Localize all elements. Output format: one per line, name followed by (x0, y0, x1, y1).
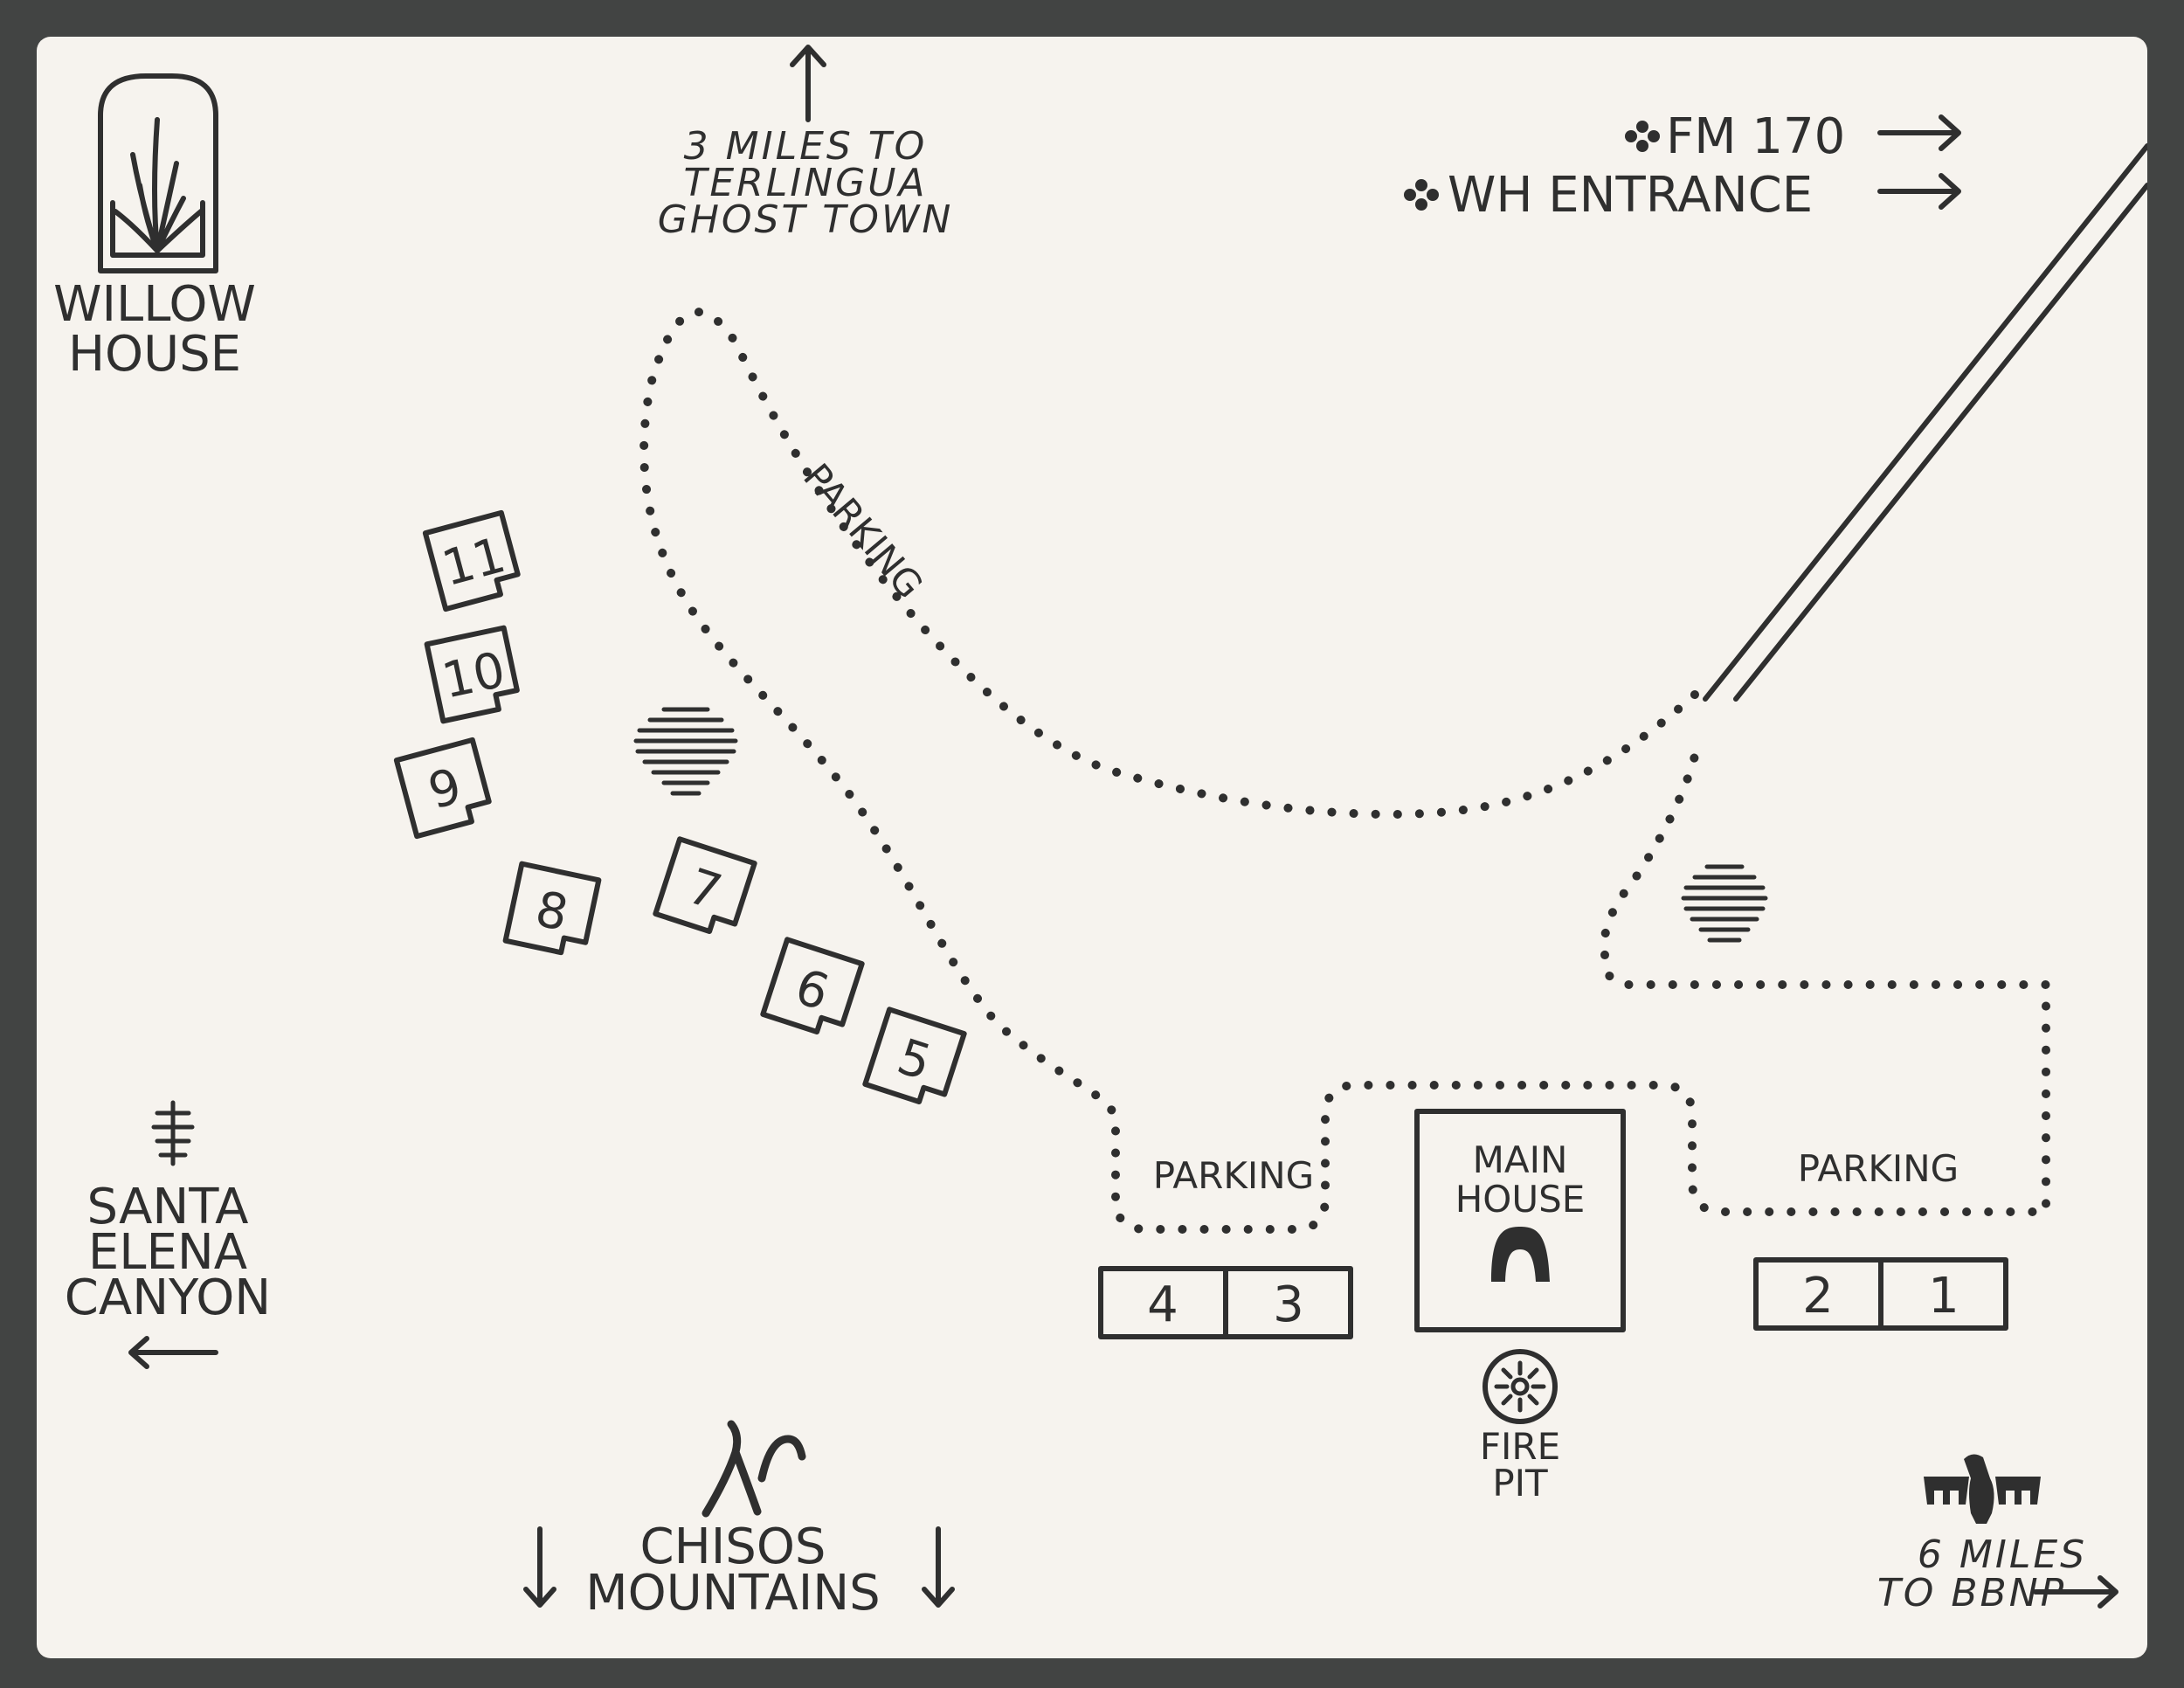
main-house[interactable]: MAIN HOUSE (1414, 1109, 1626, 1332)
santa-elena-line-3: CANYON (65, 1269, 271, 1326)
cabin-6[interactable]: 6 (760, 937, 865, 1038)
cabin-6-number: 6 (789, 958, 836, 1022)
terlingua-line-2: TERLINGUA (683, 161, 927, 205)
arrow-right-icon (1877, 114, 1961, 151)
cabin-8-number: 8 (531, 881, 573, 943)
terlingua-line-3: GHOST TOWN (658, 197, 954, 242)
upper-parking-loop (639, 308, 2050, 1234)
bbnp-line-2: TO BBNP (1877, 1571, 2066, 1615)
unit-2-number: 2 (1802, 1268, 1834, 1325)
unit-3-number: 3 (1273, 1276, 1304, 1333)
entrance-road (1703, 143, 2147, 702)
terlingua-line-1: 3 MILES TO (684, 124, 928, 169)
chisos-line-1: CHISOS (640, 1519, 826, 1575)
cabin-9[interactable]: 9 (393, 737, 493, 840)
map-card: WILLOW HOUSE 3 MILES TO TERLINGUA GHOST … (37, 37, 2147, 1658)
brand-line-1: WILLOW (53, 276, 256, 333)
santa-elena-line-2: ELENA (88, 1224, 247, 1281)
shrub-icon (633, 707, 738, 796)
unit-4-number: 4 (1147, 1276, 1178, 1333)
cabin-9-number: 9 (423, 758, 467, 820)
cabin-10-number: 10 (438, 641, 510, 709)
cabin-8[interactable]: 8 (502, 861, 602, 958)
parking-upper-label: PARKING (795, 455, 931, 606)
unit-1-number: 1 (1928, 1268, 1959, 1325)
fire-pit-icon[interactable] (1482, 1349, 1558, 1424)
mountains-icon (702, 1420, 806, 1518)
parking-left-label: PARKING (1153, 1154, 1314, 1197)
fm170-label: FM 170 (1666, 108, 1845, 165)
main-house-line-1: MAIN (1473, 1138, 1568, 1181)
willow-house-logo-icon (98, 73, 218, 273)
main-house-line-2: HOUSE (1455, 1178, 1586, 1221)
arch-icon (1491, 1227, 1550, 1282)
thunderbird-icon (1924, 1454, 2041, 1524)
units-4-3[interactable]: 4 3 (1098, 1266, 1353, 1339)
arrow-down-icon (523, 1526, 556, 1608)
shrub-icon (1681, 864, 1768, 943)
chisos-line-2: MOUNTAINS (585, 1565, 880, 1622)
cabin-11[interactable]: 11 (422, 509, 522, 612)
fire-pit-line-2: PIT (1492, 1462, 1548, 1505)
cabin-7[interactable]: 7 (653, 836, 757, 937)
cabin-7-number: 7 (681, 858, 729, 922)
brand-line-2: HOUSE (68, 326, 241, 383)
tree-icon (151, 1100, 195, 1166)
arrow-down-icon (922, 1526, 955, 1608)
fire-pit-line-1: FIRE (1480, 1425, 1560, 1468)
santa-elena-line-1: SANTA (87, 1179, 249, 1235)
dots-icon (1404, 179, 1439, 211)
cabin-10[interactable]: 10 (424, 625, 521, 724)
dots-icon (1625, 121, 1660, 152)
cabin-5-number: 5 (891, 1028, 938, 1092)
cabin-5[interactable]: 5 (862, 1007, 967, 1108)
bbnp-line-1: 6 MILES (1918, 1532, 2087, 1577)
arrow-up-icon (790, 45, 826, 122)
units-2-1[interactable]: 2 1 (1753, 1257, 2008, 1331)
parking-right-label: PARKING (1798, 1147, 1959, 1190)
arrow-right-icon (2033, 1575, 2118, 1608)
arrow-right-icon (1877, 173, 1961, 210)
arrow-left-icon (128, 1336, 218, 1369)
wh-entrance-label: WH ENTRANCE (1448, 167, 1813, 224)
site-map: WILLOW HOUSE 3 MILES TO TERLINGUA GHOST … (53, 45, 2147, 1622)
